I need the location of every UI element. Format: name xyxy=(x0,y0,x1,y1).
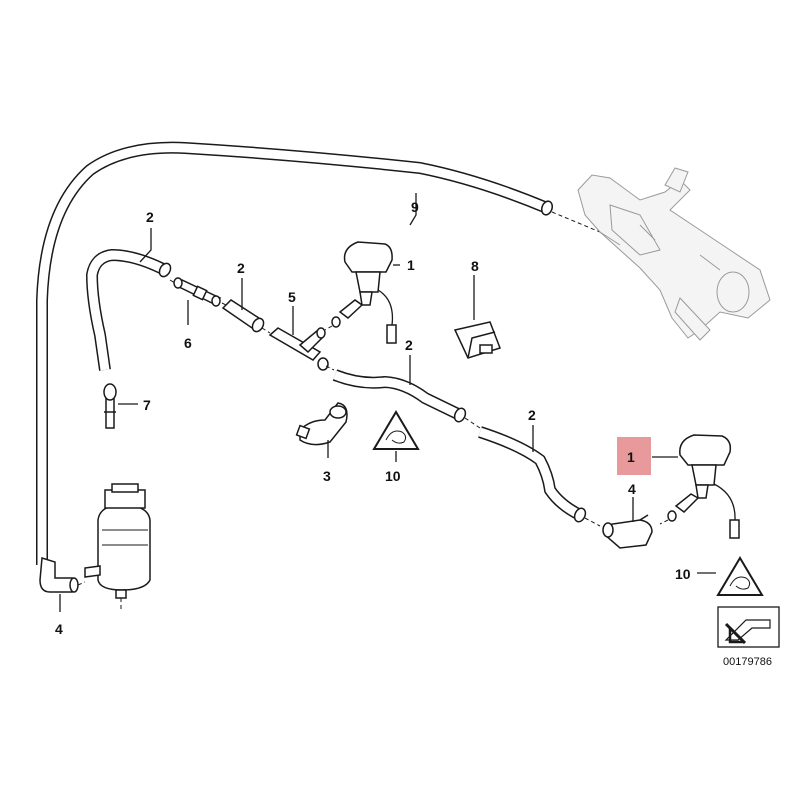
callout-1-lower: 1 xyxy=(627,449,635,465)
callout-6: 6 xyxy=(184,335,192,351)
connector-6 xyxy=(169,277,229,307)
callout-2-right: 2 xyxy=(528,407,536,423)
callout-1-upper: 1 xyxy=(407,257,415,273)
hose-9 xyxy=(36,141,601,565)
callout-8: 8 xyxy=(471,258,479,274)
callout-2-mid: 2 xyxy=(405,337,413,353)
elbow-4-right xyxy=(602,514,653,549)
callout-4-right: 4 xyxy=(628,481,636,497)
t-connector-5 xyxy=(261,327,335,371)
nozzle-1-upper xyxy=(324,241,397,344)
callout-labels: 2 9 2 1 8 5 6 2 7 2 3 10 4 10 4 1 xyxy=(55,199,691,637)
fitting-7 xyxy=(103,383,117,429)
washer-motor-ghost xyxy=(577,167,771,341)
callout-2-top-left: 2 xyxy=(146,209,154,225)
callout-10-lower: 10 xyxy=(675,566,691,582)
callout-4-left: 4 xyxy=(55,621,63,637)
washer-pump xyxy=(84,483,151,612)
callout-10-upper: 10 xyxy=(385,468,401,484)
leader-lines xyxy=(59,193,716,612)
hose-2-left xyxy=(85,248,172,371)
hose-2-middle xyxy=(332,369,481,429)
elbow-4-left xyxy=(39,557,86,593)
callout-1-highlight xyxy=(617,437,651,475)
nozzle-1-lower xyxy=(659,434,740,539)
callout-3: 3 xyxy=(323,468,331,484)
clip-3 xyxy=(295,402,348,446)
callout-9: 9 xyxy=(411,199,419,215)
hose-2-right xyxy=(478,426,601,527)
callout-5: 5 xyxy=(288,289,296,305)
diagram-code-box: 00179786 xyxy=(717,606,780,668)
warning-triangle-upper xyxy=(372,410,420,450)
diagram-code: 00179786 xyxy=(723,656,772,668)
callout-2-upper-mid: 2 xyxy=(237,260,245,276)
callout-7: 7 xyxy=(143,397,151,413)
warning-triangle-lower xyxy=(716,556,764,596)
tube-2-small xyxy=(221,299,265,333)
holder-8 xyxy=(453,321,501,359)
